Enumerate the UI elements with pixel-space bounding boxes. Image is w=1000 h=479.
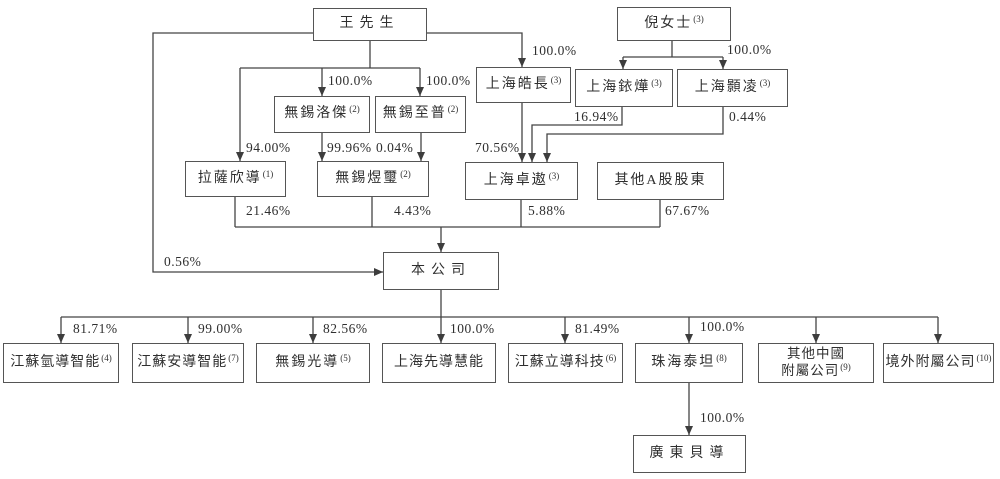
node-haochang-label: 上海皓長(3) xyxy=(485,74,562,92)
node-other-a-label: 其他A股股東 xyxy=(614,172,707,188)
footnote-sup: (9) xyxy=(840,362,851,372)
pct-wang-to-haochang: 100.0% xyxy=(532,43,577,58)
node-shanghai-zhuoao: 上海卓遨(3) xyxy=(465,162,578,200)
node-shanghai-haochang: 上海皓長(3) xyxy=(476,67,571,103)
edge-haoling-to-zhuoao xyxy=(543,107,724,162)
node-wuxi-yuxi: 無錫煜璽(2) xyxy=(317,161,429,197)
node-lidao-label: 江蘇立導科技(6) xyxy=(514,352,617,370)
pct-luojie-to-yuxi: 99.96% xyxy=(327,140,372,155)
pct-haoling-to-zhuoao: 0.44% xyxy=(729,109,767,124)
edge-wang-to-haochang xyxy=(427,32,526,67)
node-wuxi-zhipu: 無錫至普(2) xyxy=(375,96,466,133)
footnote-sup: (7) xyxy=(228,352,239,363)
node-wuxi-guangdao: 無錫光導(5) xyxy=(256,343,370,383)
node-other-china-line2: 附屬公司(9) xyxy=(781,362,851,378)
pct-zhuoao-to-company: 5.88% xyxy=(528,203,566,218)
node-overseas-label: 境外附屬公司(10) xyxy=(885,352,992,370)
footnote-sup: (3) xyxy=(759,77,771,88)
node-wang-label: 王先生 xyxy=(339,16,400,32)
pct-other-a-to-company: 67.67% xyxy=(665,203,710,218)
pct-ni-to-subsidiaries: 100.0% xyxy=(727,42,772,57)
footnote-sup: (3) xyxy=(651,77,662,88)
footnote-sup: (3) xyxy=(693,13,704,24)
node-guangdong-beidao: 廣東貝導 xyxy=(633,435,746,473)
node-zhuhai-taitan: 珠海泰坦(8) xyxy=(635,343,743,383)
pct-company-to-lidao: 81.49% xyxy=(575,321,620,336)
node-company-label: 本公司 xyxy=(411,262,471,278)
node-ni: 倪女士(3) xyxy=(617,7,731,41)
footnote-sup: (6) xyxy=(605,352,617,363)
pct-company-to-xiandao: 100.0% xyxy=(450,321,495,336)
pct-haochang-to-zhuoao: 70.56% xyxy=(475,140,520,155)
node-overseas-subsidiaries: 境外附屬公司(10) xyxy=(883,343,994,383)
node-yiye-label: 上海銥燁(3) xyxy=(586,77,662,95)
node-andao-label: 江蘇安導智能(7) xyxy=(137,352,239,370)
node-beidao-label: 廣東貝導 xyxy=(649,445,730,461)
node-jiangsu-lidao: 江蘇立導科技(6) xyxy=(508,343,623,383)
pct-zhipu-to-yuxi: 0.04% xyxy=(376,140,414,155)
footnote-sup: (2) xyxy=(447,104,459,115)
node-jiangsu-andao: 江蘇安導智能(7) xyxy=(132,343,244,383)
node-xiandao-label: 上海先導慧能 xyxy=(394,354,484,370)
pct-wang-to-zhipu: 100.0% xyxy=(426,73,471,88)
edge-yiye-to-zhuoao xyxy=(528,107,623,162)
footnote-sup: (10) xyxy=(976,352,992,363)
node-taitan-label: 珠海泰坦(8) xyxy=(651,352,727,370)
pct-taitan-to-beidao: 100.0% xyxy=(700,410,745,425)
node-shanghai-haoling: 上海顥凌(3) xyxy=(677,69,788,107)
pct-company-to-qingdao: 81.71% xyxy=(73,321,118,336)
footnote-sup: (1) xyxy=(262,168,274,179)
pct-company-to-guangdao: 82.56% xyxy=(323,321,368,336)
node-jiangsu-qingdao: 江蘇氫導智能(4) xyxy=(3,343,119,383)
node-lasa-xindao: 拉薩欣導(1) xyxy=(185,161,286,197)
edge-wang-to-company xyxy=(152,32,383,276)
node-lasa-label: 拉薩欣導(1) xyxy=(197,168,274,186)
node-company: 本公司 xyxy=(383,252,499,290)
node-other-china-line1: 其他中國 xyxy=(787,346,845,361)
footnote-sup: (5) xyxy=(340,352,351,363)
node-haoling-label: 上海顥凌(3) xyxy=(694,77,771,95)
footnote-sup: (3) xyxy=(548,170,560,181)
footnote-sup: (8) xyxy=(716,352,727,363)
node-shanghai-yiye: 上海銥燁(3) xyxy=(575,69,673,107)
pct-wang-to-luojie: 100.0% xyxy=(328,73,373,88)
pct-wang-to-lasa: 94.00% xyxy=(246,140,291,155)
footnote-sup: (2) xyxy=(400,168,411,179)
node-zhuoao-label: 上海卓遨(3) xyxy=(483,170,560,188)
node-ni-label: 倪女士(3) xyxy=(644,13,704,31)
node-wang: 王先生 xyxy=(313,8,427,41)
node-qingdao-label: 江蘇氫導智能(4) xyxy=(10,352,112,370)
footnote-sup: (2) xyxy=(349,104,360,115)
node-guangdao-label: 無錫光導(5) xyxy=(275,352,351,370)
node-wuxi-luojie: 無錫洛傑(2) xyxy=(274,96,370,133)
node-zhipu-label: 無錫至普(2) xyxy=(382,104,459,122)
node-luojie-label: 無錫洛傑(2) xyxy=(284,104,360,122)
footnote-sup: (4) xyxy=(101,352,112,363)
footnote-sup: (3) xyxy=(550,74,562,85)
node-shanghai-xiandao-huineng: 上海先導慧能 xyxy=(382,343,496,383)
node-yuxi-label: 無錫煜璽(2) xyxy=(335,168,411,186)
pct-company-to-andao: 99.00% xyxy=(198,321,243,336)
pct-yiye-to-zhuoao: 16.94% xyxy=(574,109,619,124)
pct-lasa-to-company: 21.46% xyxy=(246,203,291,218)
pct-wang-to-company: 0.56% xyxy=(164,254,202,269)
node-other-a-share-holders: 其他A股股東 xyxy=(597,162,724,200)
pct-yuxi-to-company: 4.43% xyxy=(394,203,432,218)
pct-company-to-taitan: 100.0% xyxy=(700,319,745,334)
node-other-china-subsidiaries: 其他中國 附屬公司(9) xyxy=(758,343,874,383)
